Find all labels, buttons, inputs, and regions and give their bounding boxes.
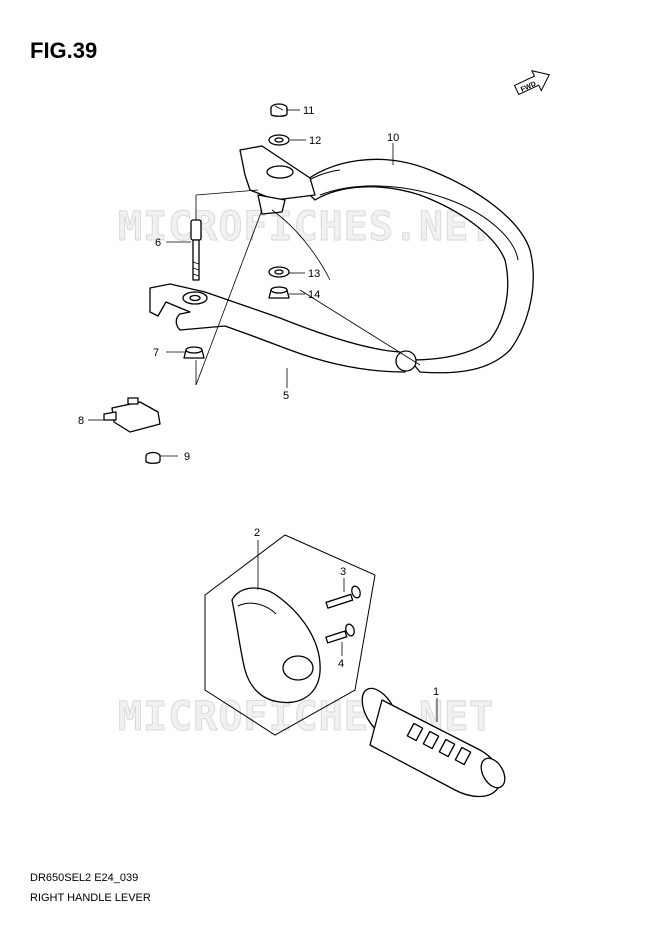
callout-5: 5 <box>283 390 289 402</box>
washer-13 <box>268 266 290 278</box>
forward-arrow-icon: FWD <box>513 69 551 96</box>
throttle-housing-box <box>204 534 376 736</box>
nut-14 <box>268 286 290 299</box>
brake-switch-8 <box>103 397 161 433</box>
callout-14: 14 <box>308 289 320 301</box>
screw-11 <box>270 103 288 117</box>
callout-11: 11 <box>303 105 314 117</box>
screw-4 <box>325 623 355 644</box>
callout-7: 7 <box>153 347 159 359</box>
screw-9 <box>145 451 161 464</box>
diagram-code: DR650SEL2 E24_039 <box>30 872 139 884</box>
guard-bracket <box>239 145 316 215</box>
watermark-top: MICROFICHES.NET <box>118 204 494 250</box>
callout-3: 3 <box>340 566 346 578</box>
diagram-name: RIGHT HANDLE LEVER <box>30 892 151 904</box>
callout-4: 4 <box>338 658 344 670</box>
callout-12: 12 <box>309 135 321 147</box>
screw-3 <box>325 585 361 609</box>
figure-title: FIG.39 <box>30 38 98 63</box>
callout-6: 6 <box>155 237 161 249</box>
callout-2: 2 <box>254 527 260 539</box>
callout-labels: 11 12 10 6 13 14 7 5 8 9 2 3 4 1 <box>78 105 439 698</box>
callout-8: 8 <box>78 415 84 427</box>
callout-1: 1 <box>433 686 439 698</box>
callout-13: 13 <box>308 268 320 280</box>
brake-lever-5 <box>149 283 417 373</box>
nut-7 <box>183 346 205 359</box>
handlebar-grip-1 <box>361 687 506 798</box>
washer-12 <box>268 134 290 146</box>
callout-10: 10 <box>387 132 399 144</box>
callout-9: 9 <box>184 451 190 463</box>
leader-lines <box>88 109 438 722</box>
assembly-guide-lines <box>195 189 421 386</box>
pivot-bolt-6 <box>190 219 202 281</box>
